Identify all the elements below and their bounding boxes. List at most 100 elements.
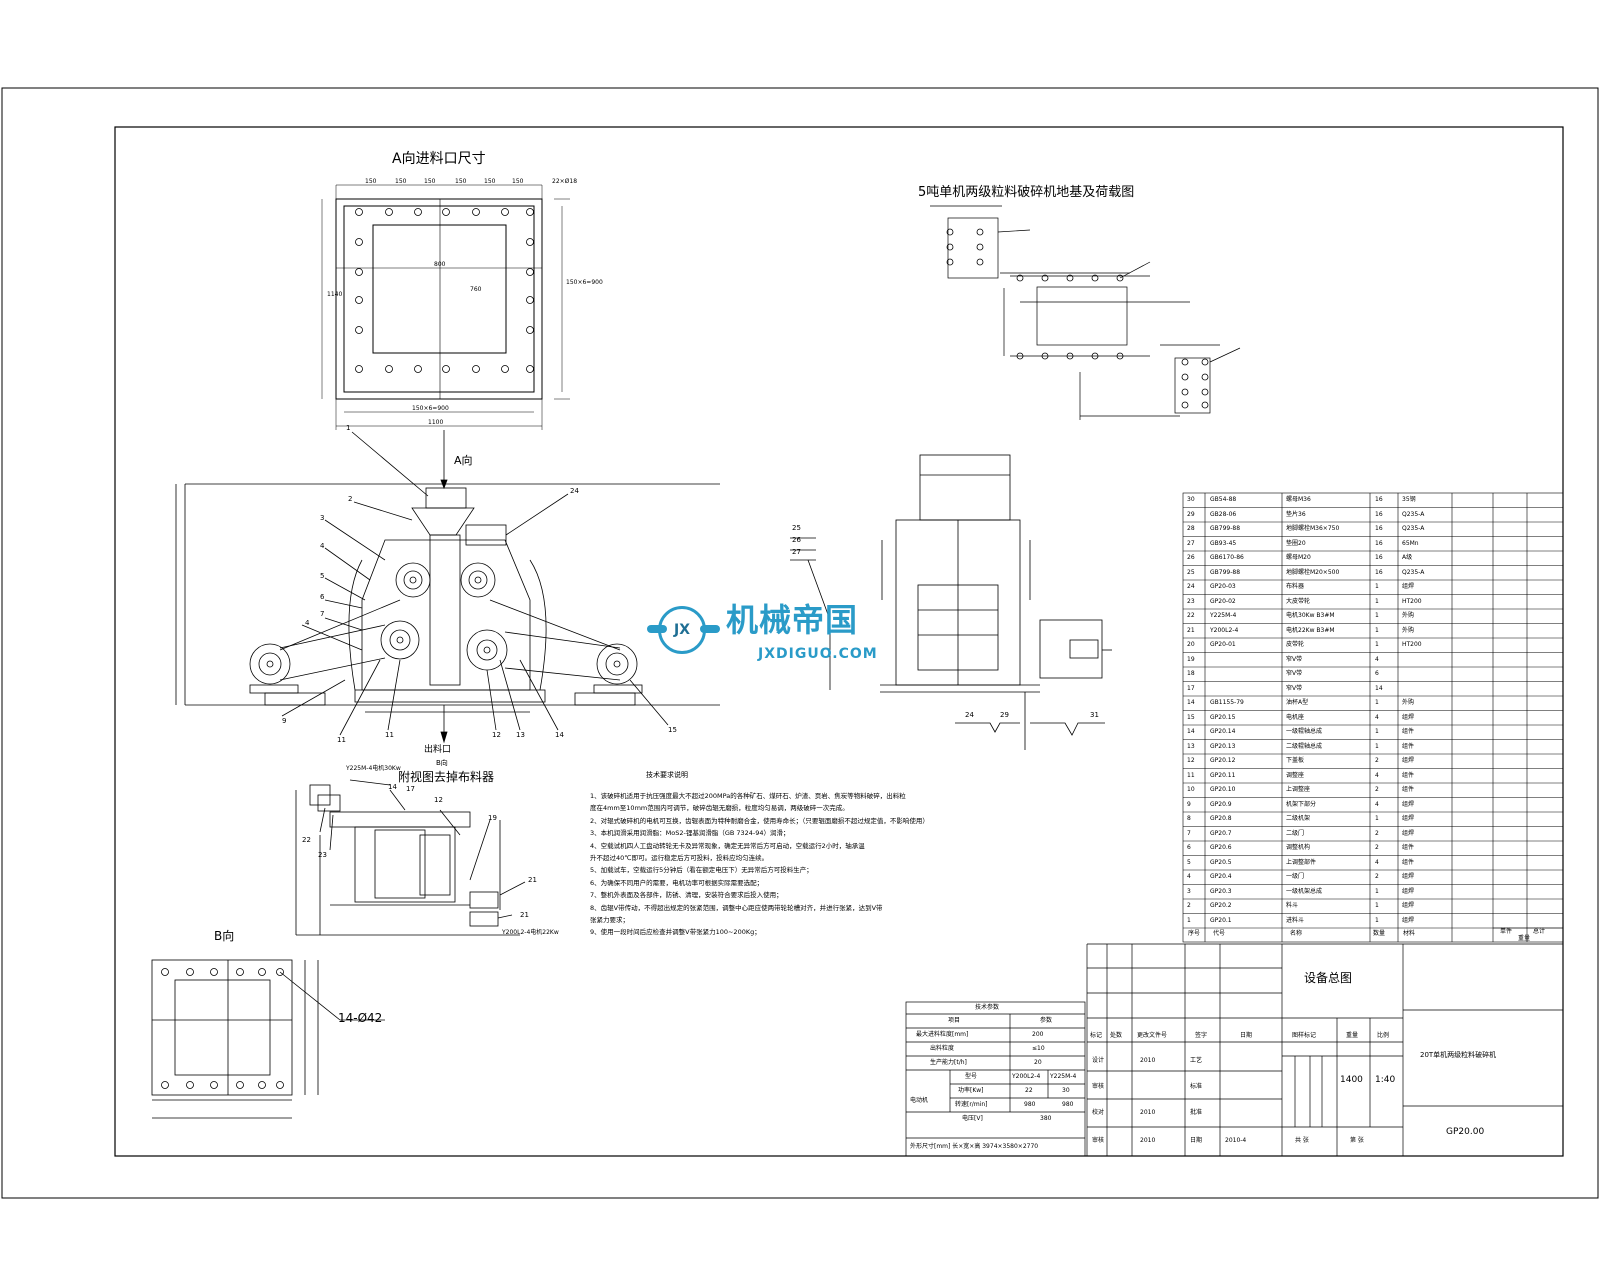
parts-cell-qty: 1 xyxy=(1375,699,1379,706)
tb-proof-date: 2010 xyxy=(1140,1109,1156,1116)
parts-cell-qty: 1 xyxy=(1375,728,1379,735)
plan-callout-12: 12 xyxy=(434,796,443,804)
parts-cell-name: 二级辊轴总成 xyxy=(1286,742,1323,750)
parts-cell-name: 电机30Kw B3#M xyxy=(1286,612,1335,619)
parts-cell-mat: 组件 xyxy=(1402,728,1415,735)
parts-cell-mat: A级 xyxy=(1402,554,1413,561)
params-row-2-key: 出料粒度 xyxy=(930,1045,955,1052)
parts-cell-no: 3 xyxy=(1187,887,1191,895)
parts-cell-qty: 1 xyxy=(1375,916,1379,924)
parts-cell-mat: 组件 xyxy=(1402,844,1415,851)
tb-design: 设计 xyxy=(1092,1057,1105,1064)
params-col-val: 参数 xyxy=(1040,1017,1053,1024)
plan-callout-23: 23 xyxy=(318,851,327,859)
drawing-number: GP20.00 xyxy=(1446,1127,1485,1137)
parts-cell-qty: 4 xyxy=(1375,655,1379,663)
parts-header-total: 总计 xyxy=(1533,928,1546,935)
parts-cell-code: GB799-88 xyxy=(1210,525,1241,532)
parts-cell-name: 螺母M36 xyxy=(1286,496,1311,503)
tech-line: 度在4mm至10mm范围内可调节，破碎齿辊无磨损，粒度均匀易调，两级破碎一次完成… xyxy=(590,804,849,813)
dim-seg-4: 150 xyxy=(455,178,467,185)
dim-inner-width: 800 xyxy=(434,261,446,268)
plan-callout-22: 22 xyxy=(302,836,311,844)
tb-craft: 工艺 xyxy=(1190,1057,1203,1064)
parts-cell-name: 窄V带 xyxy=(1286,655,1303,663)
watermark-badge: JX xyxy=(673,622,690,638)
callout-31: 31 xyxy=(1090,711,1099,719)
callout-side-24: 24 xyxy=(965,711,974,719)
parts-cell-name: 油杯A型 xyxy=(1286,699,1309,706)
params-power-1: 22 xyxy=(1025,1087,1033,1094)
parts-cell-code: GP20.12 xyxy=(1210,757,1236,764)
parts-cell-name: 机架下部分 xyxy=(1286,800,1317,808)
parts-header-weight: 单件 xyxy=(1500,928,1513,935)
parts-cell-name: 布料器 xyxy=(1286,583,1305,590)
tb-label-count: 处数 xyxy=(1110,1032,1123,1039)
parts-cell-mat: 组焊 xyxy=(1402,713,1415,721)
dim-seg-3: 150 xyxy=(424,178,436,185)
params-speed-1: 980 xyxy=(1024,1101,1036,1108)
callout-1: 1 xyxy=(346,424,351,432)
tb-design-date: 2010 xyxy=(1140,1057,1156,1064)
parts-cell-name: 一级机架总成 xyxy=(1286,887,1323,895)
tech-line: 5、加载试车，空载运行5分钟后（看在额定电压下）无异常后方可投料生产； xyxy=(590,866,813,875)
parts-header-name: 名称 xyxy=(1290,930,1303,937)
params-dimensions: 外形尺寸[mm] 长×宽×高 3974×3580×2770 xyxy=(910,1143,1039,1150)
parts-cell-code: GP20.9 xyxy=(1210,800,1232,808)
parts-cell-no: 19 xyxy=(1187,655,1195,663)
parts-cell-mat: 外购 xyxy=(1402,612,1415,619)
parts-cell-qty: 1 xyxy=(1375,626,1379,634)
parts-cell-name: 垫片36 xyxy=(1286,510,1306,518)
watermark-wing-left-icon xyxy=(647,625,667,633)
parts-cell-code: GP20-01 xyxy=(1210,641,1236,648)
weight-label: 重量 xyxy=(1346,1032,1359,1039)
parts-cell-no: 6 xyxy=(1187,844,1191,851)
parts-cell-mat: HT200 xyxy=(1402,597,1422,605)
parts-cell-code: GB6170-86 xyxy=(1210,554,1244,561)
parts-cell-qty: 1 xyxy=(1375,887,1379,895)
parts-cell-code: GP20.11 xyxy=(1210,771,1236,779)
parts-cell-qty: 2 xyxy=(1375,757,1379,764)
dim-bottom-overall: 1100 xyxy=(428,419,444,426)
params-speed-key: 转速[r/min] xyxy=(955,1101,988,1108)
parts-cell-qty: 1 xyxy=(1375,902,1379,909)
parts-cell-qty: 1 xyxy=(1375,612,1379,619)
parts-cell-qty: 4 xyxy=(1375,771,1379,779)
parts-cell-qty: 6 xyxy=(1375,670,1379,677)
dim-seg-5: 150 xyxy=(484,178,496,185)
callout-2: 2 xyxy=(348,495,353,503)
parts-cell-code: GP20.15 xyxy=(1210,713,1236,721)
parts-cell-code: GP20-02 xyxy=(1210,597,1236,605)
parts-cell-no: 28 xyxy=(1187,525,1195,532)
tb-label-file: 更改文件号 xyxy=(1137,1032,1168,1039)
params-power-key: 功率[Kw] xyxy=(958,1087,984,1094)
parts-cell-name: 地脚螺栓M36×750 xyxy=(1286,525,1340,532)
parts-cell-code: GP20.13 xyxy=(1210,742,1236,750)
tb-label-mark: 标记 xyxy=(1090,1032,1103,1039)
parts-cell-mat: 组件 xyxy=(1402,786,1415,793)
parts-cell-name: 垫圈20 xyxy=(1286,539,1306,547)
parts-cell-name: 二级机架 xyxy=(1286,815,1311,822)
tb-approve: 批准 xyxy=(1190,1109,1203,1116)
plan-view-drawing xyxy=(295,779,526,936)
title-block-grid xyxy=(1086,943,1563,1156)
scale-label: 比例 xyxy=(1377,1032,1390,1039)
parts-cell-mat: 组件 xyxy=(1402,742,1415,750)
parts-cell-no: 17 xyxy=(1187,684,1195,692)
parts-header-mat: 材料 xyxy=(1403,930,1416,937)
parts-cell-no: 27 xyxy=(1187,539,1195,547)
parts-cell-code: GP20.14 xyxy=(1210,728,1236,735)
tech-requirements-title: 技术要求说明 xyxy=(646,771,688,779)
parts-cell-qty: 1 xyxy=(1375,583,1379,590)
parts-cell-name: 皮带轮 xyxy=(1286,641,1305,648)
callout-13: 13 xyxy=(516,731,525,739)
parts-cell-code: Y225M-4 xyxy=(1210,612,1237,619)
parts-cell-no: 2 xyxy=(1187,902,1191,909)
outlet-label: 出料口 xyxy=(424,745,452,755)
dim-inner-height: 760 xyxy=(470,286,482,293)
parts-cell-name: 一级门 xyxy=(1286,873,1305,880)
view-a-inlet-title: A向进料口尺寸 xyxy=(392,151,486,167)
dim-seg-6: 150 xyxy=(512,178,524,185)
parts-cell-mat: 组焊 xyxy=(1402,583,1415,590)
tech-line: 4、空载试机四人工盘动转轮无卡及异常现象，确定无异常后方可启动，空载运行2小时，… xyxy=(590,841,865,850)
